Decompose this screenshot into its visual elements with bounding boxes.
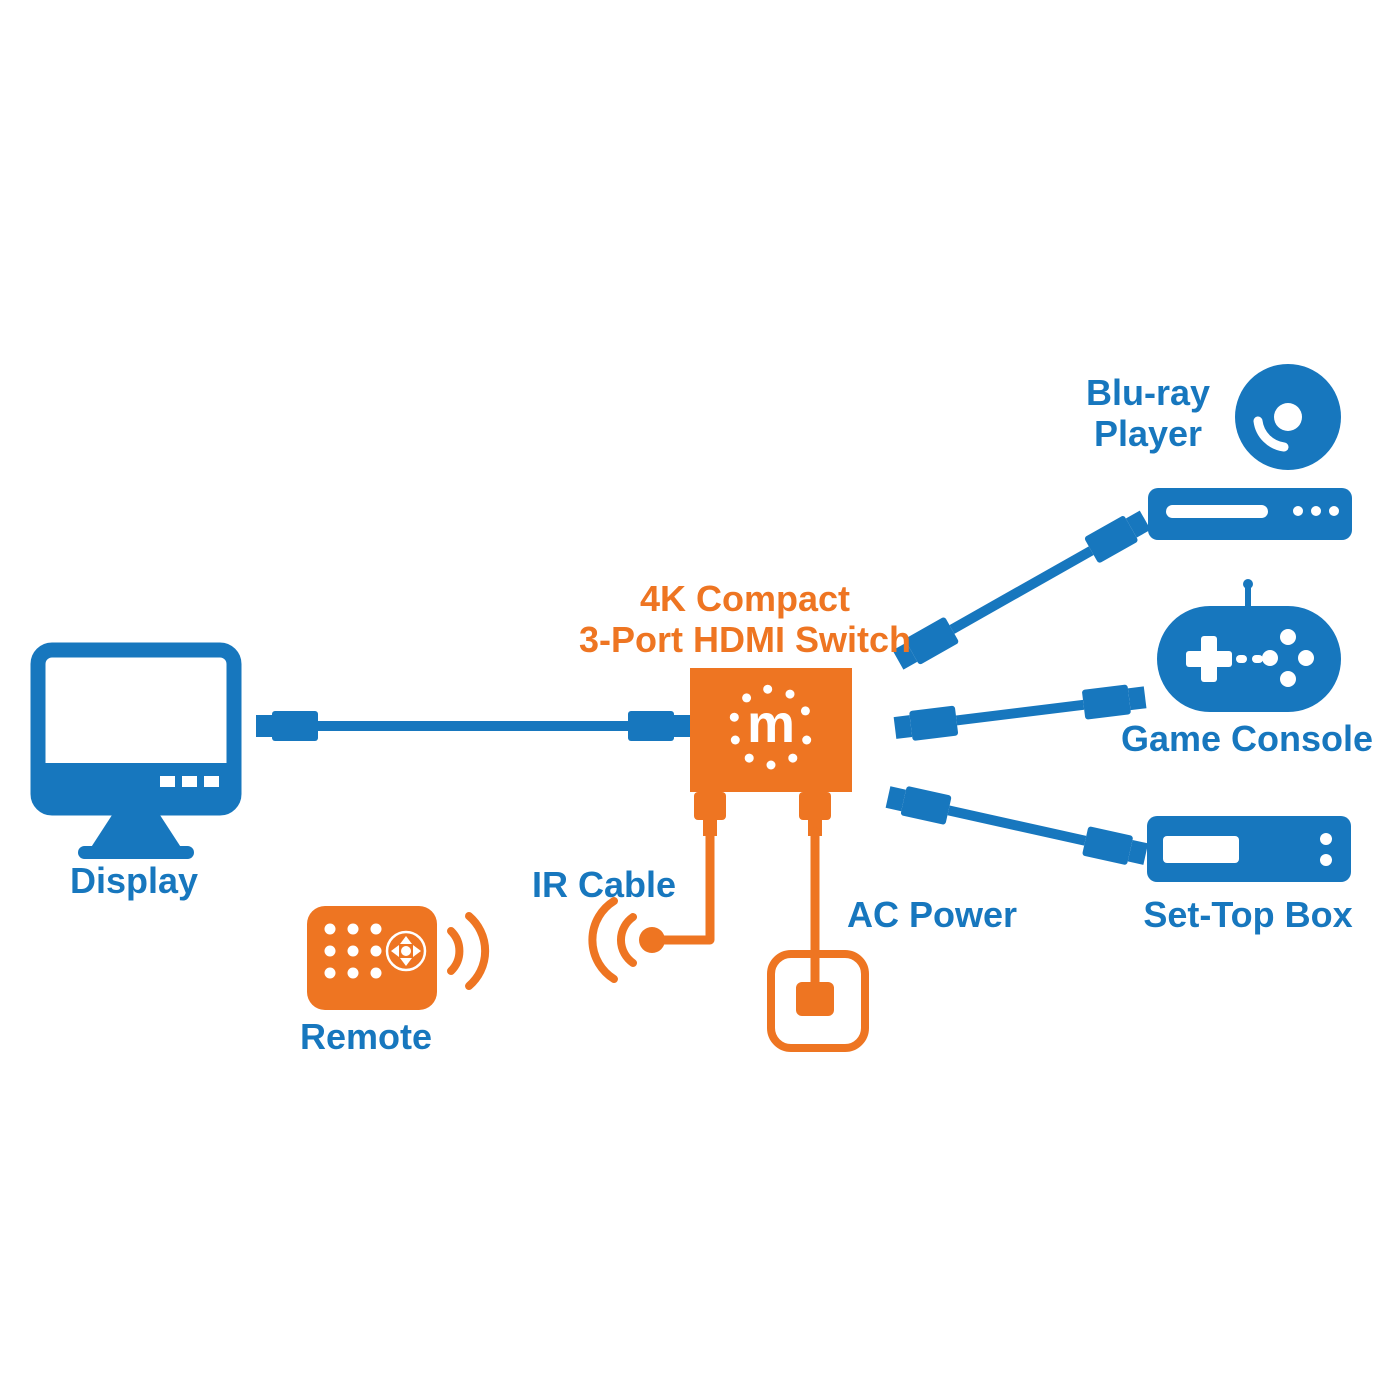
switch-title-line2: 3-Port HDMI Switch <box>578 619 912 661</box>
ir-plug <box>694 792 726 820</box>
ac-plug-top <box>799 792 831 820</box>
monitor-base <box>78 846 194 859</box>
hdmi-cable-display-icon <box>256 711 690 741</box>
monitor-button <box>204 776 219 787</box>
display-label: Display <box>69 860 199 901</box>
bluray-label-line2: Player <box>1093 413 1203 455</box>
set-top-box-label: Set-Top Box <box>1143 894 1353 935</box>
switch-title-line1: 4K Compact <box>639 578 851 619</box>
manhattan-logo-dots-icon <box>729 684 812 770</box>
bluray-label: Blu-ray Player <box>1086 372 1210 454</box>
remote-dpad <box>385 930 427 972</box>
ir-cable-label: IR Cable <box>531 864 677 905</box>
settop-display <box>1163 836 1239 863</box>
monitor-stand <box>88 812 184 852</box>
switch-title: 4K Compact 3-Port HDMI Switch <box>579 578 911 660</box>
hdmi-switch-icon <box>690 668 852 792</box>
hdmi-cable-bluray-icon <box>892 510 1151 670</box>
monitor-button <box>160 776 175 787</box>
set-top-box-icon <box>1147 816 1351 882</box>
bluray-disc-icon <box>1235 364 1341 470</box>
disc-slot <box>1166 505 1268 518</box>
ir-wire <box>659 827 715 945</box>
ac-plug-head <box>796 982 834 1016</box>
game-console-label: Game Console <box>1120 718 1374 759</box>
manhattan-logo-letter: m <box>746 694 796 754</box>
ir-wave-outer <box>588 897 618 983</box>
bluray-player-icon <box>1148 488 1352 540</box>
monitor-bezel <box>45 763 227 802</box>
bluray-label-line1: Blu-ray <box>1085 372 1211 413</box>
remote-control-icon <box>307 906 437 1010</box>
remote-body <box>307 906 437 1010</box>
controller-dpad <box>1186 636 1232 682</box>
controller-action-buttons <box>1262 629 1314 687</box>
ac-power-wire-icon <box>767 792 869 1052</box>
game-controller-icon <box>1157 579 1341 712</box>
hdmi-cable-console-icon <box>893 684 1147 741</box>
ir-emitter-icon <box>639 927 665 953</box>
controller-center-buttons <box>1236 655 1263 663</box>
signal-waves-icon <box>447 912 490 990</box>
ir-cable-wire-icon <box>588 792 726 983</box>
remote-label: Remote <box>299 1016 433 1057</box>
ir-wave-inner <box>617 913 637 967</box>
ac-power-label: AC Power <box>846 894 1018 935</box>
monitor-button <box>182 776 197 787</box>
remote-buttons <box>324 923 382 979</box>
display-icon <box>30 642 242 859</box>
hdmi-cable-settop-icon <box>885 786 1149 865</box>
